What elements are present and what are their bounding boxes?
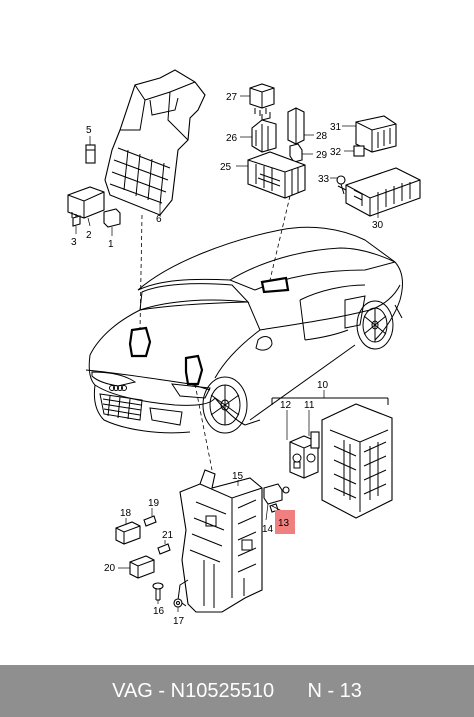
callout-5: 5 <box>86 125 92 136</box>
fuse-29 <box>289 143 313 163</box>
callout-11: 11 <box>304 400 315 411</box>
fuse-5 <box>85 136 96 164</box>
callout-20: 20 <box>104 563 116 574</box>
callout-3: 3 <box>71 237 77 248</box>
callout-30: 30 <box>372 220 384 231</box>
clip-32 <box>344 145 365 157</box>
callout-14: 14 <box>262 524 274 535</box>
location-markers <box>128 276 290 386</box>
control-unit-10 <box>321 403 393 519</box>
relay-1 <box>103 208 121 236</box>
module-31 <box>342 115 397 153</box>
callout-2: 2 <box>86 230 92 241</box>
relay-carrier-15 <box>177 469 263 613</box>
part-number: N10525510 <box>170 679 275 702</box>
callout-33: 33 <box>318 174 330 185</box>
relay-12 <box>286 410 320 449</box>
holder-26 <box>240 112 277 153</box>
terminal-3 <box>72 215 81 234</box>
fuse-14 <box>263 483 283 521</box>
callout-6: 6 <box>156 214 162 225</box>
callout-12: 12 <box>280 400 292 411</box>
callout-13-highlight <box>275 510 295 534</box>
callout-18: 18 <box>120 508 132 519</box>
connector-18 <box>115 518 141 545</box>
callout-32: 32 <box>330 147 342 158</box>
brand-label: VAG <box>112 679 153 702</box>
callout-29: 29 <box>316 150 328 161</box>
callout-27: 27 <box>226 92 238 103</box>
callout-19: 19 <box>148 498 160 509</box>
relay-27 <box>240 83 275 116</box>
parts-diagram: 6 5 2 3 1 27 26 <box>67 69 421 627</box>
callout-31: 31 <box>330 122 342 133</box>
callout-25: 25 <box>220 162 232 173</box>
connector-20 <box>118 555 155 579</box>
part-info-footer: VAG - N10525510 N - 13 <box>0 665 474 717</box>
callout-16: 16 <box>153 606 165 617</box>
callout-10: 10 <box>317 380 329 391</box>
relay-carrier-6 <box>104 69 206 216</box>
fuse-box-25 <box>236 151 306 199</box>
nut-17 <box>173 598 183 612</box>
bolt-33 <box>330 175 347 195</box>
car-body <box>85 226 403 434</box>
fuse-block-30 <box>345 167 421 218</box>
terminal-21 <box>157 540 171 555</box>
callout-28: 28 <box>316 131 328 142</box>
bolt-16 <box>152 582 164 604</box>
callout-17: 17 <box>173 616 185 627</box>
callout-13: 13 <box>278 518 290 529</box>
position-label: N - 13 <box>307 679 362 702</box>
callout-21: 21 <box>162 530 174 541</box>
separator: - <box>158 679 166 702</box>
callout-26: 26 <box>226 133 238 144</box>
callout-1: 1 <box>108 239 114 250</box>
terminal-19 <box>143 508 157 527</box>
bracket-28 <box>287 107 314 145</box>
callout-15: 15 <box>232 471 244 482</box>
